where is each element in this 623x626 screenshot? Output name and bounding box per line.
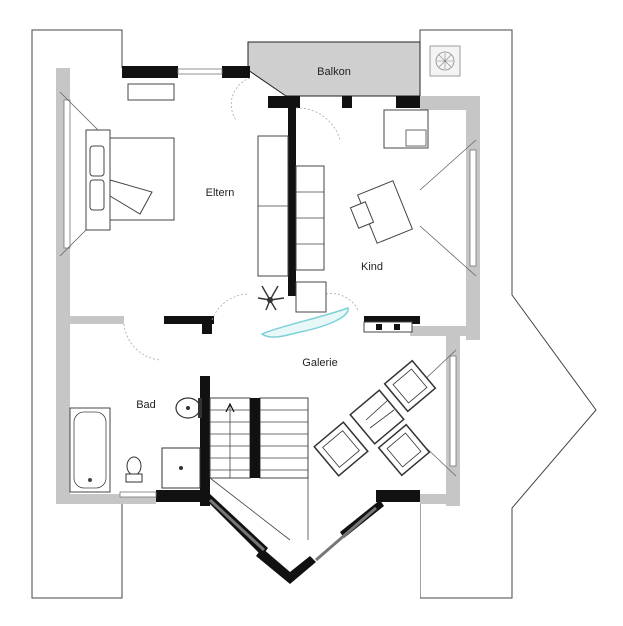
- armchair-right: [377, 423, 431, 477]
- coffee-table: [349, 389, 405, 445]
- armchair-left: [313, 421, 369, 477]
- eltern-desk: [127, 83, 175, 101]
- windows: [63, 68, 477, 562]
- bathtub: [69, 407, 111, 493]
- balcony-planter: [429, 45, 461, 77]
- room-label-kind: Kind: [361, 261, 383, 273]
- door-swings: [123, 77, 359, 361]
- galerie-seating-arc: [260, 307, 349, 338]
- eltern-bed: [85, 129, 175, 231]
- room-label-galerie: Galerie: [302, 357, 337, 369]
- staircase: [209, 397, 309, 541]
- kind-desk: [349, 180, 414, 244]
- sink: [175, 397, 202, 419]
- room-label-eltern: Eltern: [206, 187, 235, 199]
- plant: [257, 285, 285, 311]
- room-label-balkon: Balkon: [317, 66, 351, 78]
- toilet: [125, 456, 143, 483]
- armchair-top: [383, 359, 437, 413]
- room-label-bad: Bad: [136, 399, 156, 411]
- wardrobe: [257, 135, 327, 313]
- galerie-sideboard: [363, 321, 413, 333]
- kind-dresser: [383, 109, 429, 149]
- shower: [161, 447, 201, 489]
- balcony: Balkon: [247, 41, 421, 97]
